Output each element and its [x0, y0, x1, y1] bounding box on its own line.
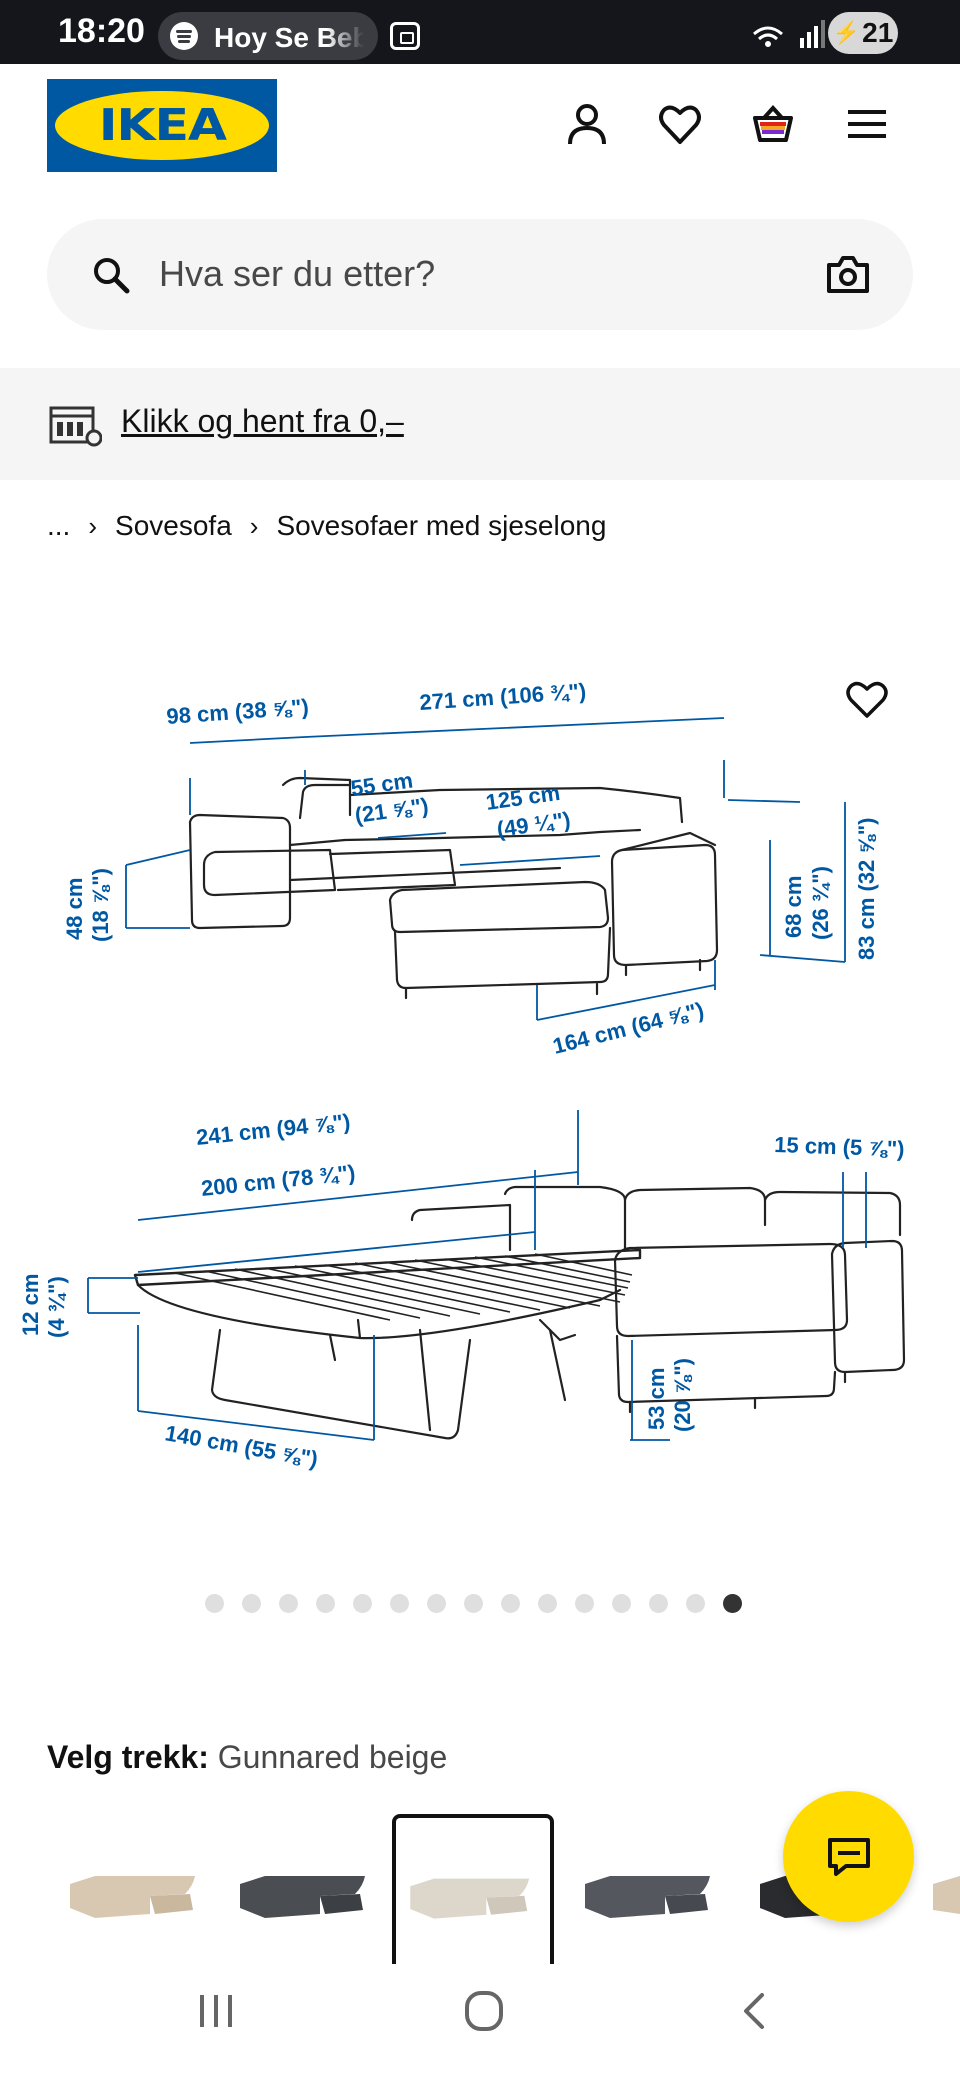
chevron-right-icon: › — [88, 510, 98, 541]
dim-label: 48 cm — [62, 878, 87, 940]
chevron-right-icon: › — [249, 510, 259, 541]
cover-selection: Velg trekk: Gunnared beige — [47, 1739, 447, 1776]
screenshot-icon — [390, 22, 420, 50]
gallery-dot[interactable] — [242, 1594, 261, 1613]
battery-level: 21 — [862, 17, 894, 48]
chat-bubble-icon — [828, 1838, 870, 1876]
dim-label: 83 cm (32 ⅝") — [854, 817, 879, 960]
store-pickup-icon — [49, 406, 102, 447]
search-bar[interactable]: Hva ser du etter? — [47, 219, 913, 330]
dim-label: 12 cm — [18, 1274, 43, 1336]
cart-icon[interactable] — [751, 102, 795, 146]
click-collect-banner[interactable]: Klikk og hent fra 0,– — [0, 368, 960, 480]
dim-label: 200 cm (78 ¾") — [200, 1160, 357, 1201]
gallery-dot[interactable] — [353, 1594, 372, 1613]
breadcrumb-ellipsis[interactable]: ... — [47, 510, 71, 541]
cover-option-partial[interactable] — [928, 1814, 960, 1964]
dim-label: 15 cm (5 ⅞") — [774, 1132, 905, 1162]
spotify-icon — [170, 22, 198, 50]
breadcrumb: ... › Sovesofa › Sovesofaer med sjeselon… — [47, 510, 606, 542]
dim-label: (26 ¾") — [808, 866, 833, 940]
dim-label: 68 cm — [781, 876, 806, 938]
status-bar: 18:20 Hoy Se Bebe ⚡21 — [0, 0, 960, 64]
gallery-dot[interactable] — [464, 1594, 483, 1613]
menu-icon[interactable] — [845, 102, 889, 146]
dim-label: (20 ⅞") — [670, 1358, 695, 1432]
dim-label: 271 cm (106 ¾") — [419, 678, 587, 715]
media-pill[interactable]: Hoy Se Bebe — [158, 12, 378, 60]
search-icon — [94, 258, 130, 294]
gallery-dot[interactable] — [427, 1594, 446, 1613]
breadcrumb-item[interactable]: Sovesofa — [115, 510, 232, 541]
profile-icon[interactable] — [565, 102, 609, 146]
search-placeholder: Hva ser du etter? — [159, 253, 436, 294]
gallery-dot-active[interactable] — [723, 1594, 742, 1613]
breadcrumb-item[interactable]: Sovesofaer med sjeselong — [276, 510, 607, 541]
home-icon[interactable] — [464, 1989, 504, 2033]
cover-option-gunnared-beige — [410, 1878, 530, 1919]
back-icon[interactable] — [738, 1991, 770, 2031]
recent-apps-icon[interactable] — [196, 1991, 236, 2031]
ikea-logo[interactable]: IKEA — [47, 79, 277, 172]
product-dimension-diagram[interactable]: 98 cm (38 ⅝") 271 cm (106 ¾") 55 cm (21 … — [0, 560, 960, 1560]
dim-label: 53 cm — [644, 1368, 669, 1430]
favourites-icon[interactable] — [658, 102, 702, 146]
gallery-pagination[interactable] — [205, 1594, 742, 1613]
cover-option-dark-grey[interactable] — [225, 1814, 387, 1964]
dim-label: 98 cm (38 ⅝") — [166, 694, 310, 729]
chat-button[interactable] — [783, 1791, 914, 1922]
gallery-dot[interactable] — [575, 1594, 594, 1613]
dim-label: 140 cm (55 ⅝") — [163, 1420, 320, 1471]
cover-option-grey[interactable] — [570, 1814, 732, 1964]
camera-icon[interactable] — [825, 253, 871, 295]
gallery-dot[interactable] — [501, 1594, 520, 1613]
dim-label: (18 ⅞") — [88, 868, 113, 942]
bolt-icon: ⚡ — [832, 20, 861, 45]
cover-option-beige-light[interactable] — [55, 1814, 217, 1964]
gallery-dot[interactable] — [649, 1594, 668, 1613]
system-nav-bar — [0, 1965, 960, 2080]
gallery-dot[interactable] — [390, 1594, 409, 1613]
cover-value: Gunnared beige — [217, 1739, 448, 1775]
cover-label: Velg trekk: — [47, 1739, 209, 1775]
promo-label: Klikk og hent fra 0,– — [121, 403, 404, 439]
dim-label: 241 cm (94 ⅞") — [195, 1109, 352, 1150]
battery-indicator: ⚡21 — [828, 12, 898, 54]
cover-option-selected[interactable] — [392, 1814, 554, 1964]
signal-icon — [753, 20, 825, 48]
logo-text: IKEA — [98, 100, 226, 151]
add-to-favourites-icon[interactable] — [845, 679, 889, 719]
dim-label: (4 ¾") — [44, 1276, 69, 1338]
gallery-dot[interactable] — [279, 1594, 298, 1613]
gallery-dot[interactable] — [205, 1594, 224, 1613]
gallery-dot[interactable] — [686, 1594, 705, 1613]
status-time: 18:20 — [58, 12, 145, 50]
media-title: Hoy Se Bebe — [214, 22, 364, 53]
gallery-dot[interactable] — [612, 1594, 631, 1613]
gallery-dot[interactable] — [316, 1594, 335, 1613]
dim-label: 164 cm (64 ⅝") — [550, 997, 706, 1059]
gallery-dot[interactable] — [538, 1594, 557, 1613]
